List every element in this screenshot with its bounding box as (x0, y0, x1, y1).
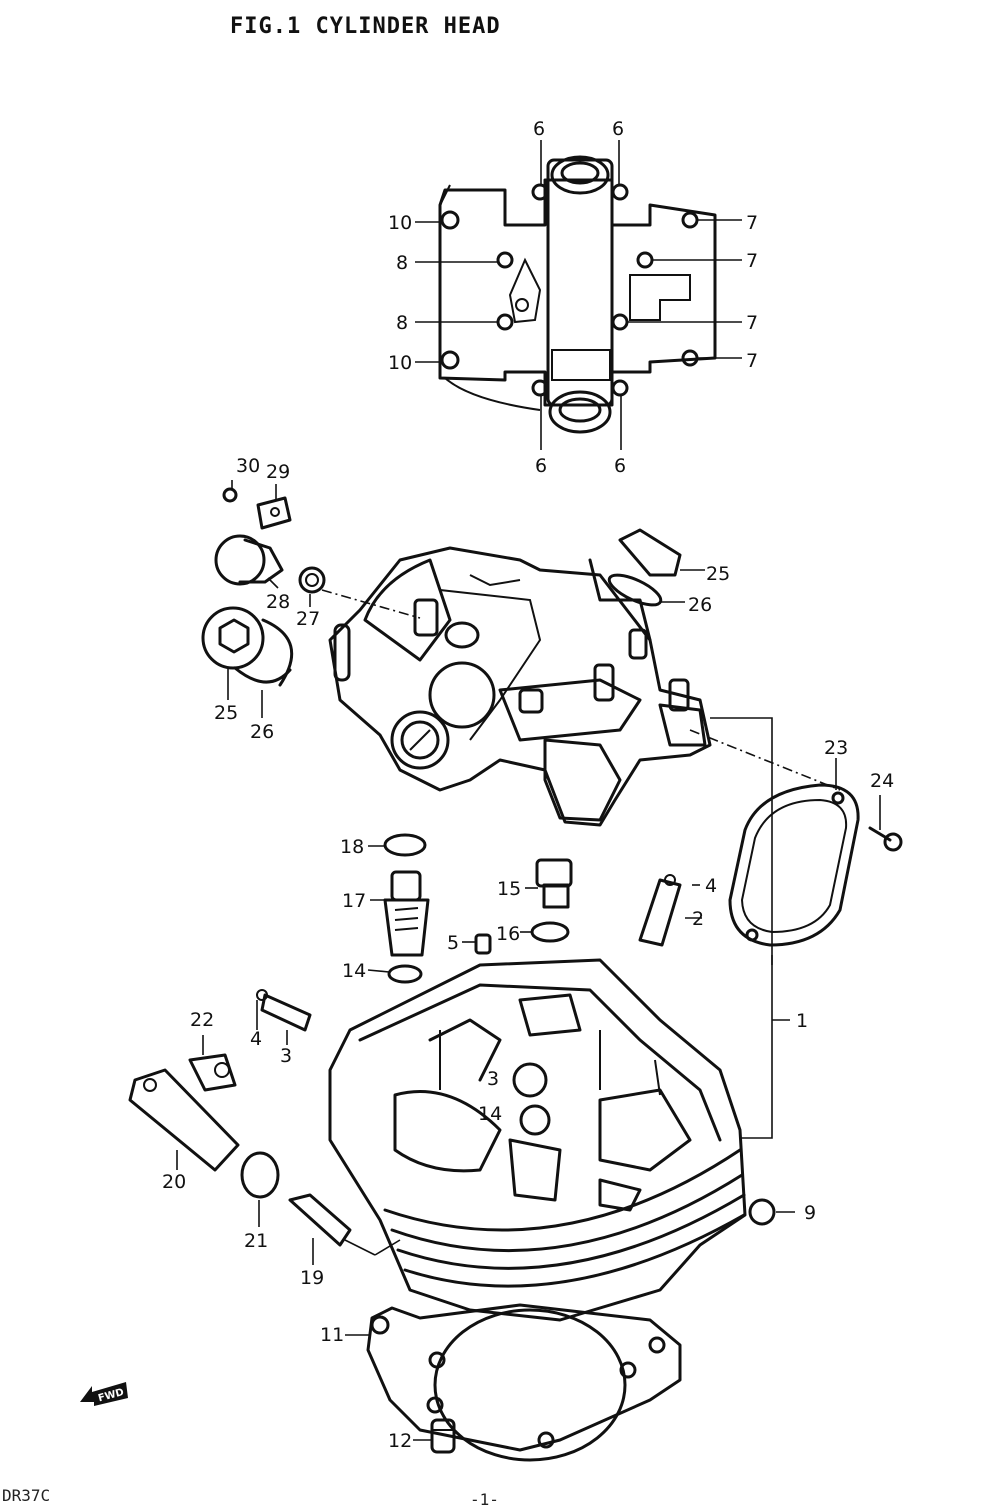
callout-label: 15 (497, 878, 521, 900)
callout-label: 26 (688, 594, 712, 616)
middle-small-parts (128, 833, 795, 1441)
callout-label: 10 (388, 212, 412, 234)
page-number: -1- (470, 1490, 499, 1509)
side-cover (728, 758, 903, 947)
callout-label: 6 (533, 118, 545, 140)
callout-label: 6 (614, 455, 626, 477)
callout-label: 8 (396, 312, 408, 334)
callout-label: 8 (396, 252, 408, 274)
callout-label: 6 (612, 118, 624, 140)
callout-label: 30 (236, 455, 260, 477)
callout-label: 3 (487, 1068, 499, 1090)
callout-label: 1 (796, 1010, 808, 1032)
corner-code: DR37C (2, 1486, 51, 1505)
head-cover-top-view (415, 140, 742, 450)
callout-label: 25 (214, 702, 238, 724)
callout-label: 27 (296, 608, 320, 630)
callout-label: 10 (388, 352, 412, 374)
callout-label: 7 (746, 312, 758, 334)
callout-label: 18 (340, 836, 364, 858)
callout-label: 7 (746, 250, 758, 272)
part1-bracket (710, 717, 790, 1139)
callout-label: 7 (746, 350, 758, 372)
callout-label: 20 (162, 1171, 186, 1193)
callout-label: 16 (496, 923, 520, 945)
callout-label: 23 (824, 737, 848, 759)
callout-labels: 6 6 6 6 10 10 8 8 7 7 7 7 30 29 28 27 25… (162, 118, 894, 1452)
callout-label: 3 (280, 1045, 292, 1067)
callout-label: 22 (190, 1009, 214, 1031)
head-gasket (366, 1303, 682, 1462)
callout-label: 26 (250, 721, 274, 743)
callout-label: 7 (746, 212, 758, 234)
callout-label: 4 (705, 875, 717, 897)
callout-label: 17 (342, 890, 366, 912)
plug-cap-group (201, 487, 841, 791)
callout-label: 4 (250, 1028, 262, 1050)
callout-label: 14 (478, 1103, 502, 1125)
callout-label: 12 (388, 1430, 412, 1452)
rocker-arm-housing (328, 546, 712, 827)
callout-label: 19 (300, 1267, 324, 1289)
callout-label: 28 (266, 591, 290, 613)
callout-label: 29 (266, 461, 290, 483)
callout-label: 2 (692, 908, 704, 930)
figure-title: FIG.1 CYLINDER HEAD (230, 14, 501, 39)
callout-label: 9 (804, 1202, 816, 1224)
callout-label: 6 (535, 455, 547, 477)
callout-label: 25 (706, 563, 730, 585)
leaders-upper-left (227, 480, 705, 718)
callout-label: 14 (342, 960, 366, 982)
callout-label: 11 (320, 1324, 344, 1346)
callout-label: 24 (870, 770, 894, 792)
cylinder-head (328, 958, 747, 1322)
callout-label: 5 (447, 932, 459, 954)
forward-arrow-icon: FWD (80, 1382, 128, 1406)
callout-label: 21 (244, 1230, 268, 1252)
